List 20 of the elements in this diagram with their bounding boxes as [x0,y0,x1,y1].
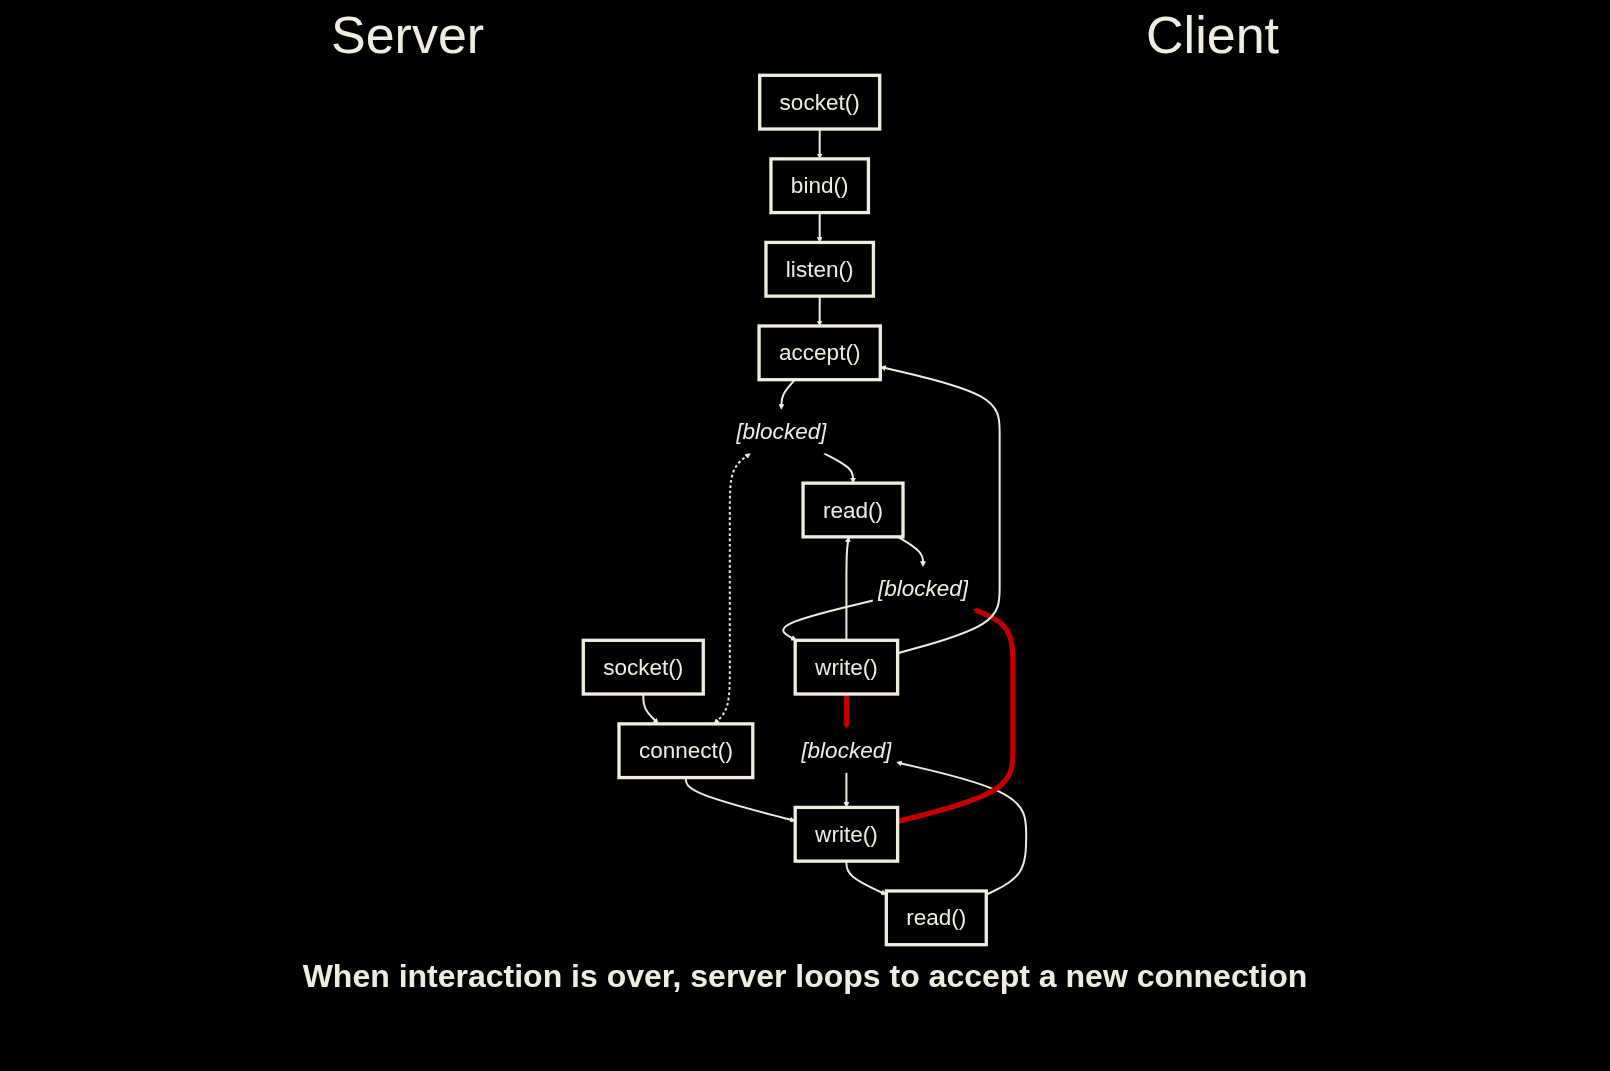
node-box: accept() [757,324,883,382]
arrow [782,599,875,641]
node-box: read() [884,889,989,947]
node-text: [blocked] [736,418,827,444]
node-box: connect() [617,722,755,780]
node-box: bind() [769,157,871,215]
node-box: socket() [758,73,882,131]
node-text: [blocked] [801,737,892,763]
node-text: [blocked] [878,575,969,601]
arrow [896,760,1028,896]
node-box: listen() [764,240,876,298]
node-box: socket() [581,638,706,696]
column-heading: Client [1146,5,1279,65]
node-box: read() [801,481,905,539]
note-text: When interaction is over, server loops to accept a new connection [301,958,1309,995]
column-heading: Server [330,5,485,65]
arrow [823,452,857,484]
node-box: write() [793,805,900,863]
node-box: write() [793,638,900,696]
arrow [843,771,850,808]
